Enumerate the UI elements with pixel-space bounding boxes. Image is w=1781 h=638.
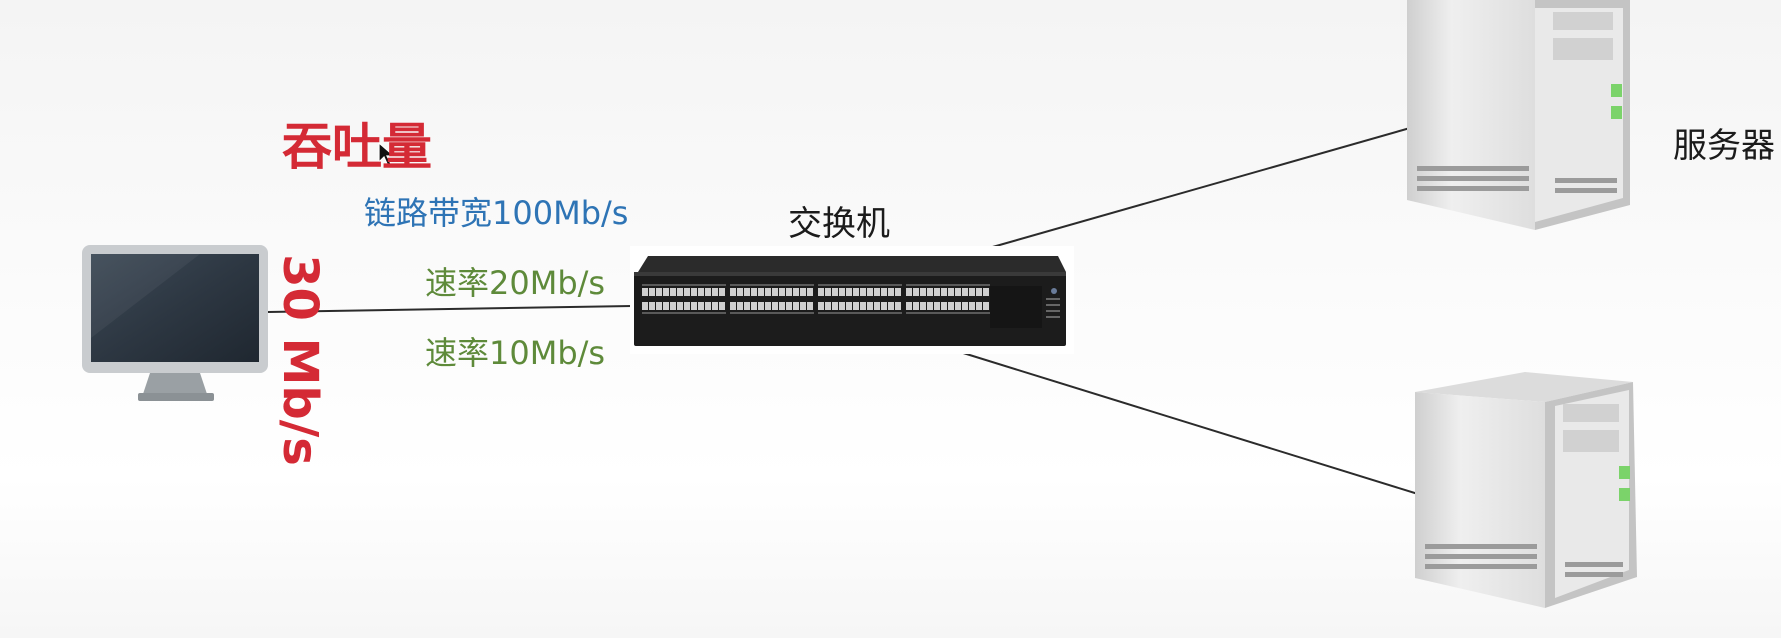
throughput-value: 30 Mb/s [272, 254, 328, 466]
link-bandwidth-label: 链路带宽100Mb/s [364, 194, 629, 232]
link-monitor-switch [267, 305, 633, 313]
rate-label-20: 速率20Mb/s [425, 264, 606, 302]
server-label: 服务器 [1673, 126, 1775, 166]
throughput-title: 吞吐量 [282, 118, 432, 176]
mouse-pointer-icon [378, 142, 396, 167]
link-switch-server-2 [959, 351, 1419, 495]
server-tower-icon[interactable] [1405, 0, 1635, 232]
rate-label-10: 速率10Mb/s [425, 334, 606, 372]
monitor-icon[interactable] [80, 243, 270, 405]
switch-label: 交换机 [788, 204, 890, 244]
server-tower-icon[interactable] [1415, 372, 1645, 610]
network-switch-icon[interactable] [630, 246, 1074, 354]
link-switch-server-1 [981, 127, 1411, 251]
